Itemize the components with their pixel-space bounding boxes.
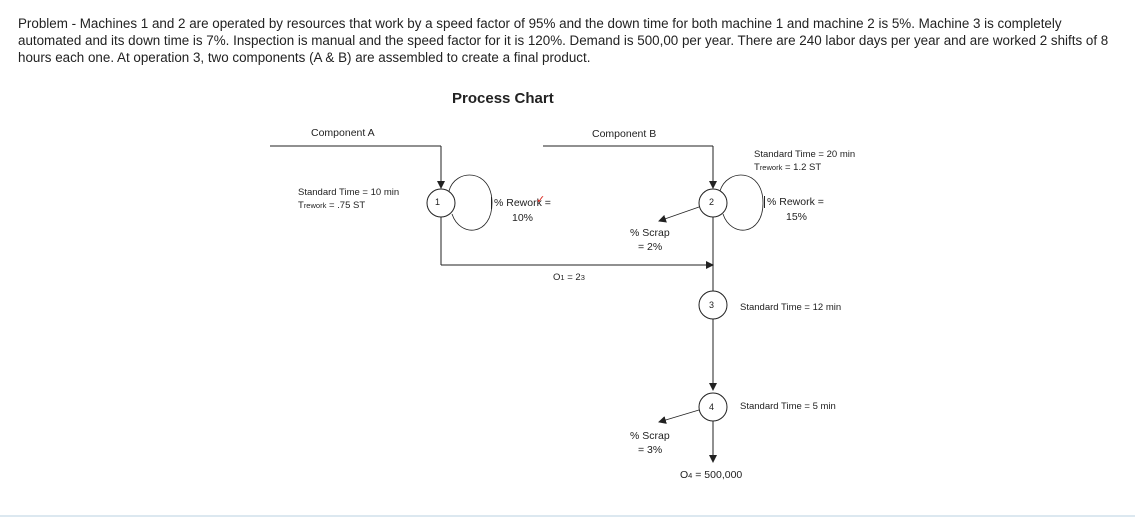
- op1-trework-sub: rework: [303, 201, 327, 210]
- scrap-2-label: % Scrap: [630, 227, 670, 239]
- op1-standard-time: Standard Time = 10 min: [298, 187, 400, 198]
- op1-trework-t: T: [298, 200, 304, 211]
- op1-trework-val: = .75 ST: [328, 200, 366, 211]
- op2-rework-pct: % Rework =: [764, 196, 824, 208]
- o4-o: O: [680, 469, 689, 481]
- scrap-2-value: = 2%: [638, 241, 663, 253]
- op3-standard-time: Standard Time = 12 min: [740, 302, 842, 313]
- component-b-label: Component B: [592, 128, 657, 140]
- op1-trework: Trework = .75 ST: [298, 200, 365, 211]
- operation-4-number: 4: [709, 402, 715, 412]
- operation-1-circle: [426, 188, 456, 218]
- o1-rest: = 2: [564, 272, 581, 283]
- op2-rework-value: 15%: [786, 211, 808, 223]
- red-check-mark: ✓: [536, 194, 546, 206]
- operation-2-number: 2: [709, 197, 715, 207]
- o1-sub: 1: [560, 273, 565, 282]
- scrap-arrow-2: [658, 206, 700, 223]
- o1-sub2: 3: [580, 273, 585, 282]
- scrap-arrow-4: [658, 409, 700, 424]
- o4-sub: 4: [688, 471, 693, 480]
- bottom-divider: [0, 515, 1135, 517]
- op1-rework-value: 10%: [512, 212, 534, 224]
- chart-title: Process Chart: [452, 90, 554, 107]
- rework-loop-1: [448, 174, 493, 231]
- o4-label: O4 = 500,000: [680, 469, 742, 481]
- op4-standard-time: Standard Time = 5 min: [740, 401, 836, 412]
- op2-trework-t: T: [754, 162, 760, 173]
- scrap-4-label: % Scrap: [630, 430, 670, 442]
- operation-1-number: 1: [435, 197, 441, 207]
- problem-statement: Problem - Machines 1 and 2 are operated …: [18, 16, 1109, 65]
- o1-o: O: [553, 272, 561, 283]
- o1-label: O1 = 23: [553, 272, 585, 283]
- o4-rest: = 500,000: [692, 469, 743, 481]
- op2-standard-time: Standard Time = 20 min: [754, 149, 856, 160]
- op2-trework-val: = 1.2 ST: [784, 162, 822, 173]
- op1-rework-pct: % Rework =: [491, 197, 551, 209]
- scrap-4-value: = 3%: [638, 444, 663, 456]
- rework-loop-2: [719, 174, 764, 231]
- component-a-label: Component A: [311, 127, 375, 139]
- op2-trework-sub: rework: [759, 163, 783, 172]
- op2-trework: Trework = 1.2 ST: [754, 162, 821, 173]
- operation-3-number: 3: [709, 300, 715, 310]
